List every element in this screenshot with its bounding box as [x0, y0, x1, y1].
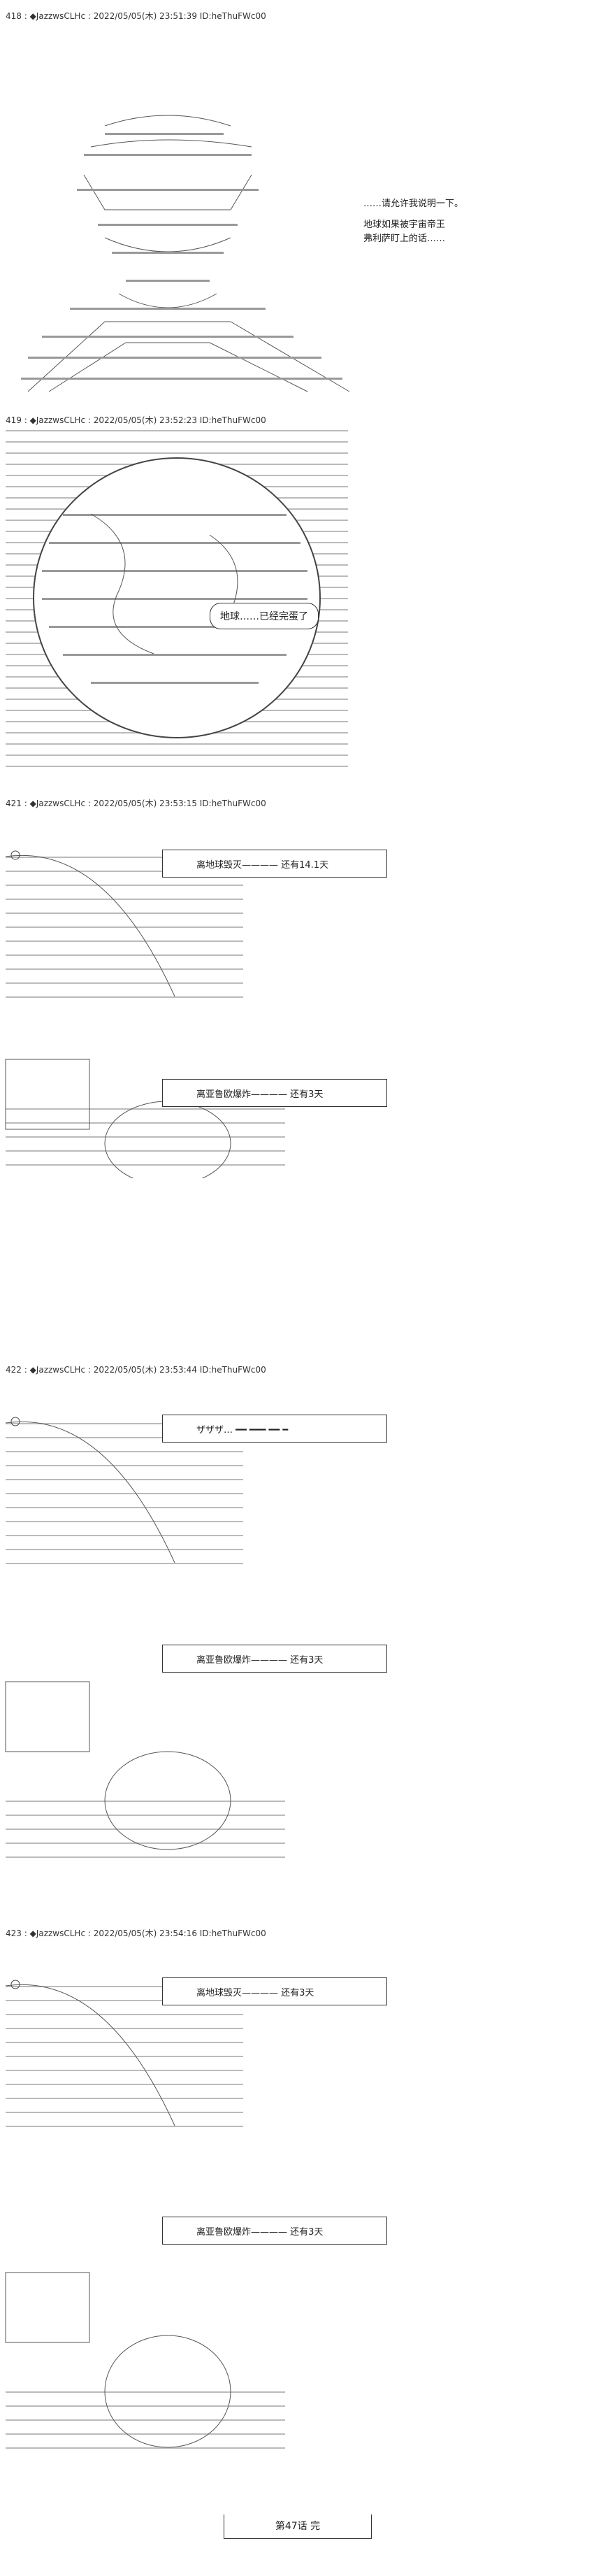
caption-line-1: ……请允许我说明一下。 — [363, 199, 464, 209]
noise-box: ザザザ… ━━ ━━━ ━━ ━ — [162, 1415, 387, 1443]
ascii-art-421 — [0, 815, 594, 1178]
countdown-box-yardrat: 离亚鲁欧爆炸———— 还有3天 — [162, 1079, 387, 1107]
post-header-418: 418 : ◆JazzwsCLHc : 2022/05/05(木) 23:51:… — [6, 11, 266, 21]
caption-line-3: 弗利萨盯上的话…… — [363, 234, 446, 244]
countdown-box-yardrat-3: 离亚鲁欧爆炸———— 还有3天 — [162, 2217, 387, 2245]
countdown-box-earth-2: 离地球毁灭———— 还有3天 — [162, 1977, 387, 2005]
chapter-end-label: 第47话 完 — [224, 2514, 372, 2539]
post-header-419: 419 : ◆JazzwsCLHc : 2022/05/05(木) 23:52:… — [6, 415, 266, 425]
ascii-art-422 — [0, 1381, 594, 1877]
countdown-box-earth: 离地球毁灭———— 还有14.1天 — [162, 850, 387, 878]
caption-line-2: 地球如果被宇宙帝王 — [363, 220, 446, 230]
post-header-421: 421 : ◆JazzwsCLHc : 2022/05/05(木) 23:53:… — [6, 799, 266, 808]
post-header-423: 423 : ◆JazzwsCLHc : 2022/05/05(木) 23:54:… — [6, 1929, 266, 1938]
post-header-422: 422 : ◆JazzwsCLHc : 2022/05/05(木) 23:53:… — [6, 1365, 266, 1375]
caption-418: ……请允许我说明一下。 地球如果被宇宙帝王 弗利萨盯上的话…… — [363, 197, 463, 246]
ascii-art-418 — [0, 28, 594, 399]
ascii-art-419 — [0, 430, 594, 783]
ascii-art-423 — [0, 1944, 594, 2503]
countdown-box-yardrat-2: 离亚鲁欧爆炸———— 还有3天 — [162, 1645, 387, 1673]
speech-bubble: 地球……已经完蛋了 — [210, 603, 319, 629]
